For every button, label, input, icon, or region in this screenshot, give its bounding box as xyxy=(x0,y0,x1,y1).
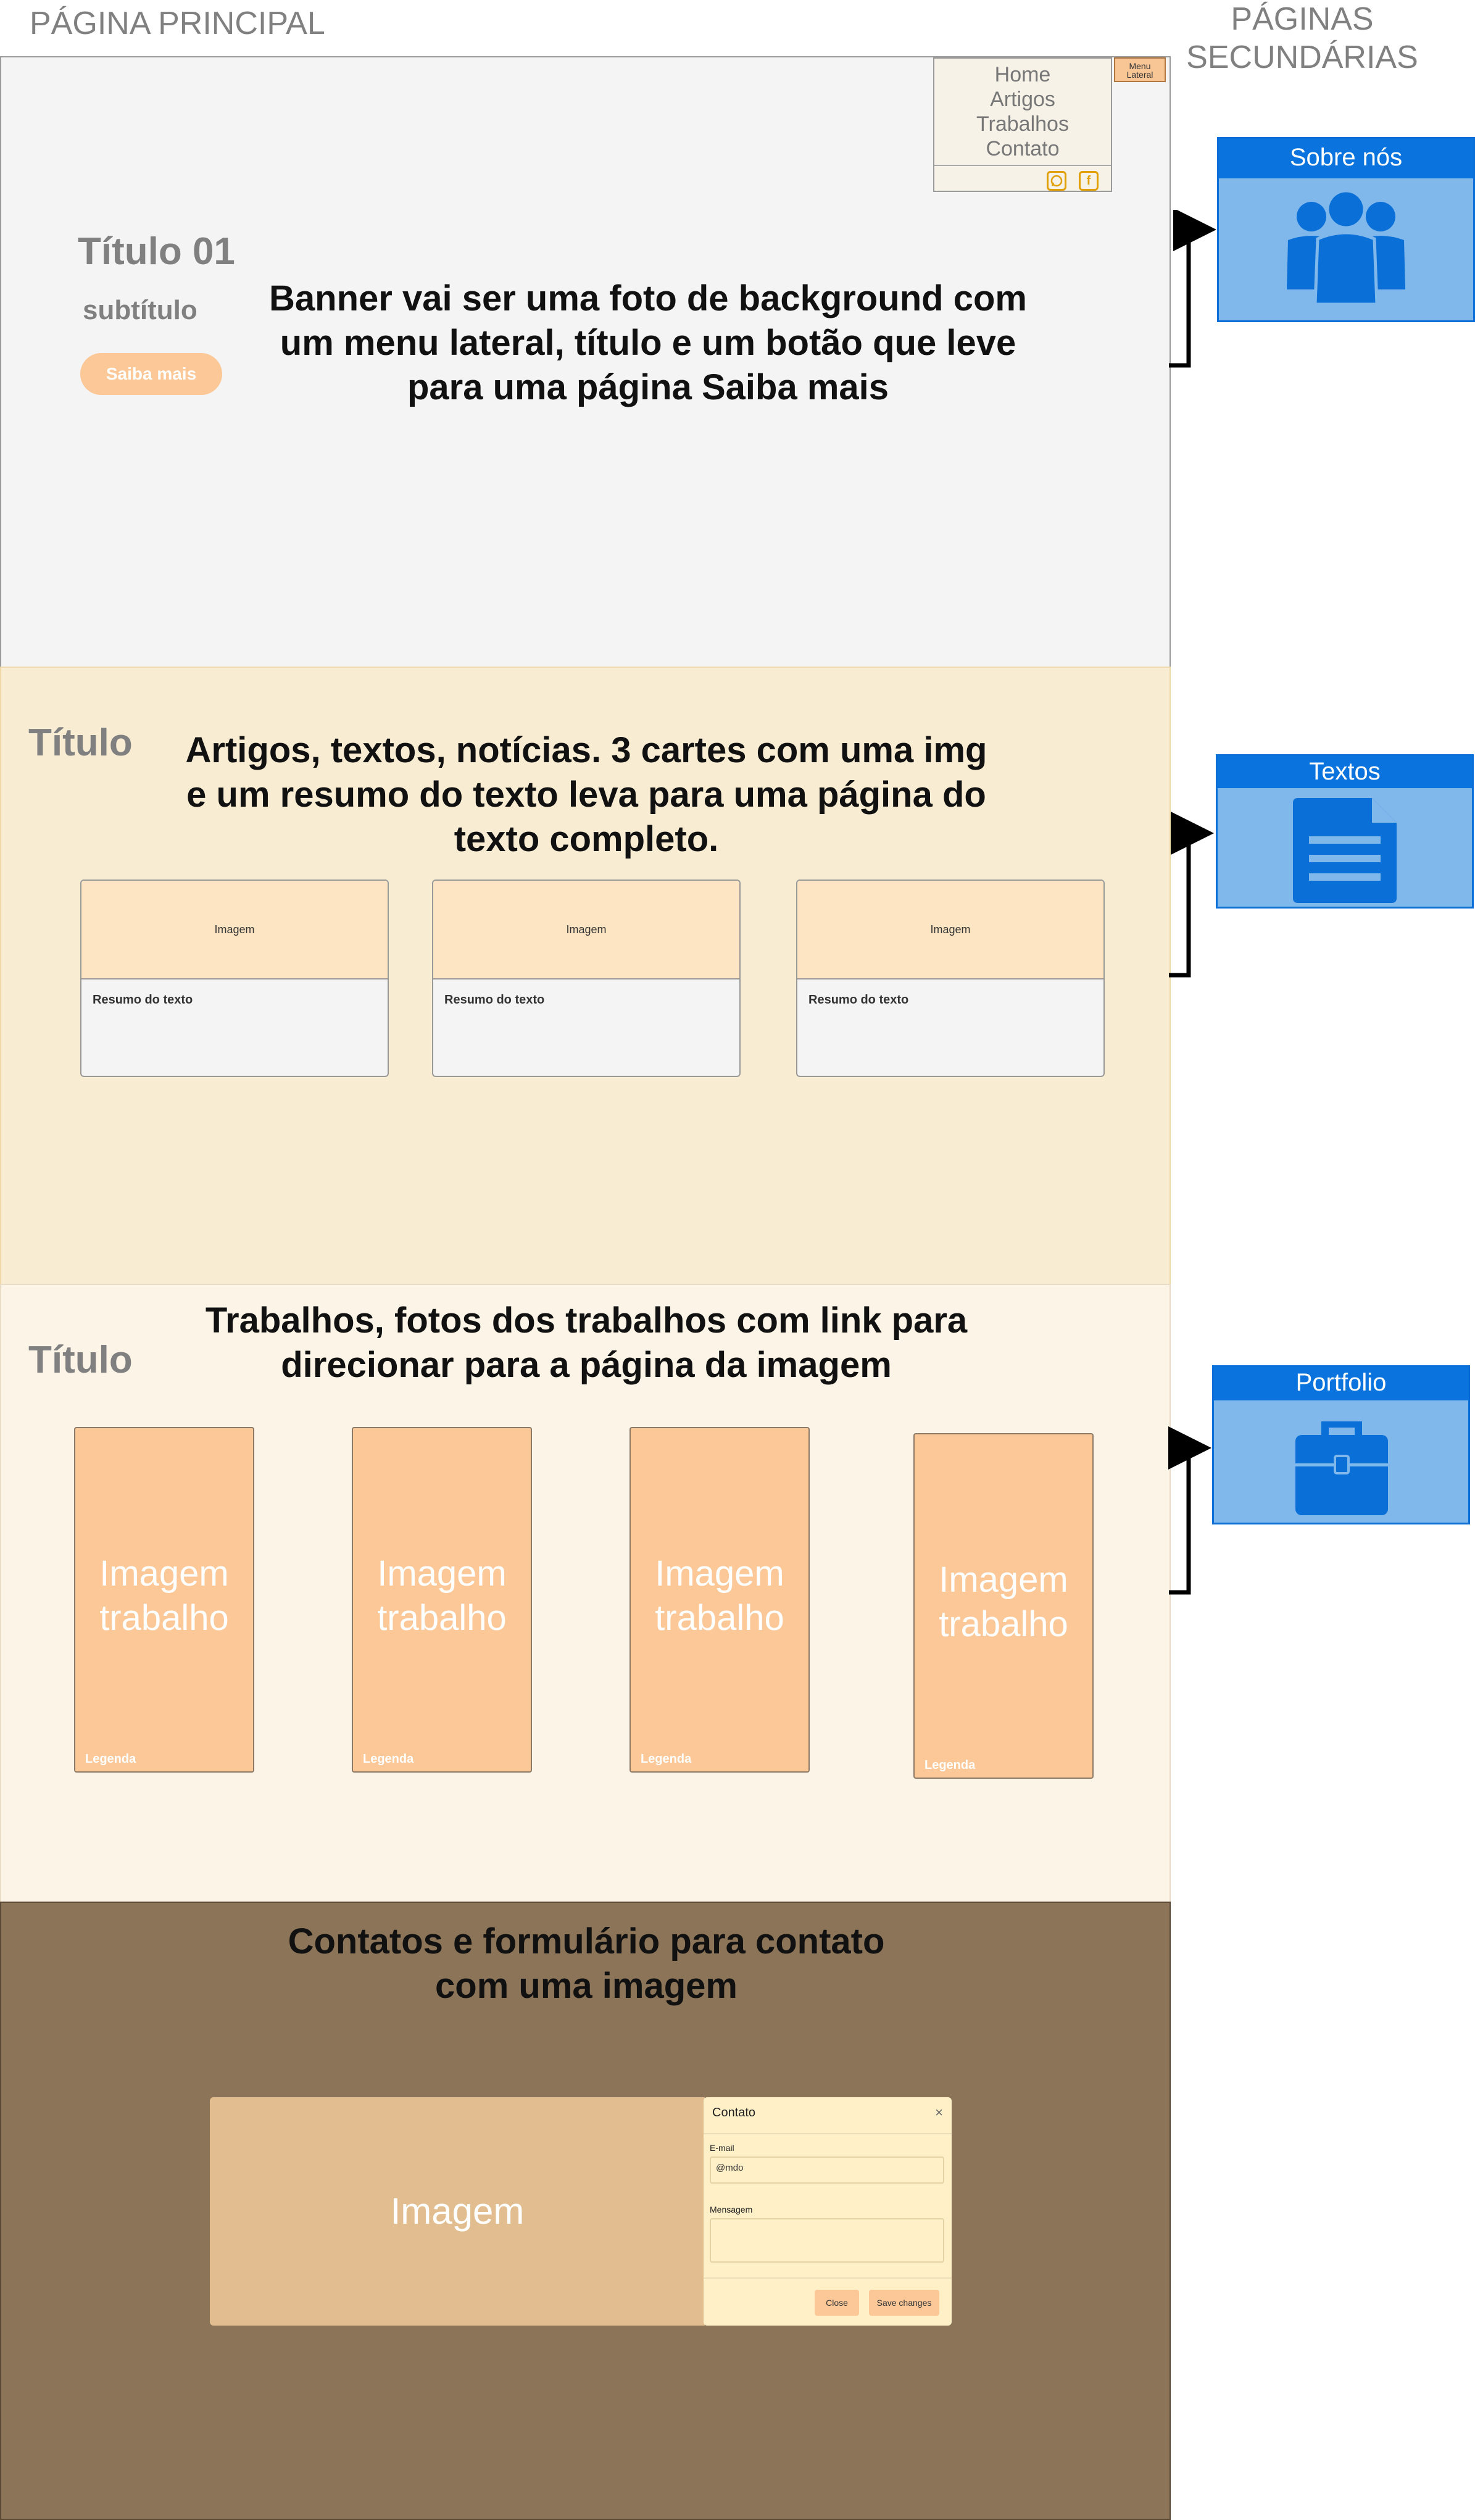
work-item[interactable]: Imagem trabalho Legenda xyxy=(352,1427,532,1773)
facebook-icon[interactable]: f xyxy=(1079,171,1099,191)
secondary-page-title: Portfolio xyxy=(1214,1367,1468,1400)
secondary-page-title: Textos xyxy=(1218,756,1472,788)
people-icon xyxy=(1287,191,1405,306)
card-image: Imagem xyxy=(797,881,1103,979)
work-item[interactable]: Imagem trabalho Legenda xyxy=(629,1427,810,1773)
contact-description: Contatos e formulário para contato com u… xyxy=(288,1921,885,2006)
secondary-page-sobre-nos[interactable]: Sobre nós xyxy=(1217,137,1475,322)
work-image-label: Imagem trabalho xyxy=(377,1553,507,1638)
articles-title: Título xyxy=(28,721,133,764)
article-card[interactable]: Imagem Resumo do texto xyxy=(432,880,741,1077)
works-description: Trabalhos, fotos dos trabalhos com link … xyxy=(205,1300,968,1385)
article-card[interactable]: Imagem Resumo do texto xyxy=(796,880,1105,1077)
secondary-pages-heading: PÁGINAS SECUNDÁRIAS xyxy=(1186,1,1418,75)
briefcase-icon xyxy=(1295,1421,1388,1515)
document-icon xyxy=(1293,798,1397,903)
save-changes-button[interactable]: Save changes xyxy=(869,2290,939,2316)
modal-header: Contato × xyxy=(704,2097,952,2134)
articles-description: Artigos, textos, notícias. 3 cartes com … xyxy=(185,730,987,859)
work-caption: Legenda xyxy=(641,1752,692,1766)
saiba-mais-button[interactable]: Saiba mais xyxy=(80,353,222,395)
article-card[interactable]: Imagem Resumo do texto xyxy=(80,880,389,1077)
banner-subtitle: subtítulo xyxy=(83,295,197,325)
contact-image-label: Imagem xyxy=(390,2190,525,2232)
modal-title: Contato xyxy=(712,2106,756,2119)
work-item[interactable]: Imagem trabalho Legenda xyxy=(74,1427,254,1773)
secondary-page-title: Sobre nós xyxy=(1219,139,1473,178)
card-summary: Resumo do texto xyxy=(808,993,909,1007)
arrow-to-sobre-nos xyxy=(1169,210,1216,368)
work-item[interactable]: Imagem trabalho Legenda xyxy=(913,1433,1094,1779)
menu-item-artigos[interactable]: Artigos xyxy=(990,88,1055,111)
arrow-to-textos xyxy=(1169,812,1214,978)
message-field[interactable] xyxy=(710,2218,944,2263)
work-image-label: Imagem trabalho xyxy=(939,1560,1068,1644)
work-caption: Legenda xyxy=(85,1752,136,1766)
banner-description: Banner vai ser uma foto de background co… xyxy=(269,278,1027,407)
card-image: Imagem xyxy=(433,881,739,979)
menu-lateral-tag: Menu Lateral xyxy=(1114,57,1166,82)
modal-footer xyxy=(704,2277,952,2279)
main-page-heading: PÁGINA PRINCIPAL xyxy=(30,6,325,41)
menu-divider xyxy=(934,165,1111,166)
work-image-label: Imagem trabalho xyxy=(99,1553,229,1638)
contact-modal: Contato × E-mail @mdo Mensagem Close Sav… xyxy=(704,2097,952,2326)
message-label: Mensagem xyxy=(710,2205,753,2214)
connector-arrows xyxy=(1168,210,1216,1595)
arrow-to-portfolio xyxy=(1168,1426,1211,1595)
contact-image: Imagem xyxy=(210,2097,705,2326)
whatsapp-icon[interactable] xyxy=(1047,171,1066,191)
work-caption: Legenda xyxy=(924,1758,976,1772)
email-field[interactable]: @mdo xyxy=(710,2156,944,2184)
secondary-page-portfolio[interactable]: Portfolio xyxy=(1212,1365,1470,1524)
banner-title: Título 01 xyxy=(78,230,235,273)
works-title: Título xyxy=(28,1339,133,1381)
menu-item-contato[interactable]: Contato xyxy=(986,137,1060,160)
close-icon[interactable]: × xyxy=(935,2105,943,2120)
card-image: Imagem xyxy=(81,881,388,979)
close-button[interactable]: Close xyxy=(815,2290,859,2316)
secondary-page-textos[interactable]: Textos xyxy=(1216,754,1474,909)
email-label: E-mail xyxy=(710,2143,734,2153)
menu-item-trabalhos[interactable]: Trabalhos xyxy=(976,112,1069,136)
side-menu: Home Artigos Trabalhos Contato f xyxy=(933,57,1112,192)
card-summary: Resumo do texto xyxy=(444,993,545,1007)
work-caption: Legenda xyxy=(363,1752,414,1766)
card-summary: Resumo do texto xyxy=(93,993,193,1007)
menu-item-home[interactable]: Home xyxy=(994,63,1051,86)
work-image-label: Imagem trabalho xyxy=(655,1553,784,1638)
